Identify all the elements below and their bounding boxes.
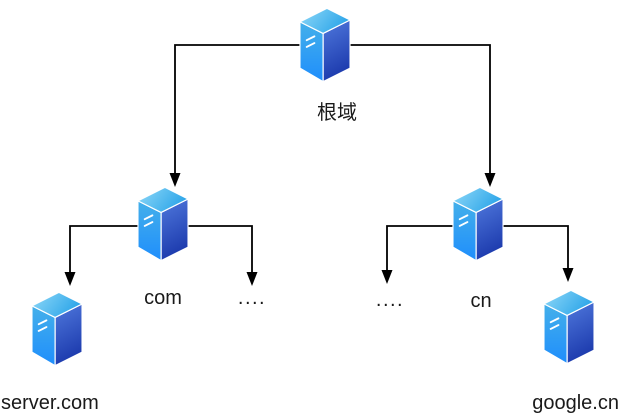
node-server-com [31,290,83,368]
arrowhead [246,272,258,286]
edge-com-servercom [69,225,163,272]
arrowhead [64,272,76,286]
node-label-cn: cn [470,290,492,312]
edge-root-cn [326,44,491,173]
node-label-com: com [144,287,182,309]
edge-root-com [174,44,326,173]
server-vents [37,319,48,332]
node-google-cn [543,288,595,366]
server-vents [305,35,316,48]
server-icon [137,186,189,262]
server-icon [452,186,504,262]
arrowhead [381,270,393,284]
arrowhead [562,268,574,282]
edge-cn-googlecn [477,225,569,268]
node-label-server-com: server.com [1,392,99,414]
node-label-dots-right: .... [375,289,405,311]
arrowhead [169,173,181,187]
server-icon [31,291,83,367]
server-icon [299,7,351,83]
server-vents [549,317,560,330]
node-cn [452,185,504,263]
server-vents [143,214,154,227]
server-vents [458,214,469,227]
node-root [299,6,351,84]
arrowhead [484,173,496,187]
edge-com-dots [163,225,253,272]
server-icon [543,289,595,365]
edge-cn-dots [386,225,477,270]
node-label-root: 根域 [317,102,357,124]
node-label-dots-left: .... [237,287,267,309]
node-com [137,185,189,263]
node-label-google-cn: google.cn [532,392,619,414]
